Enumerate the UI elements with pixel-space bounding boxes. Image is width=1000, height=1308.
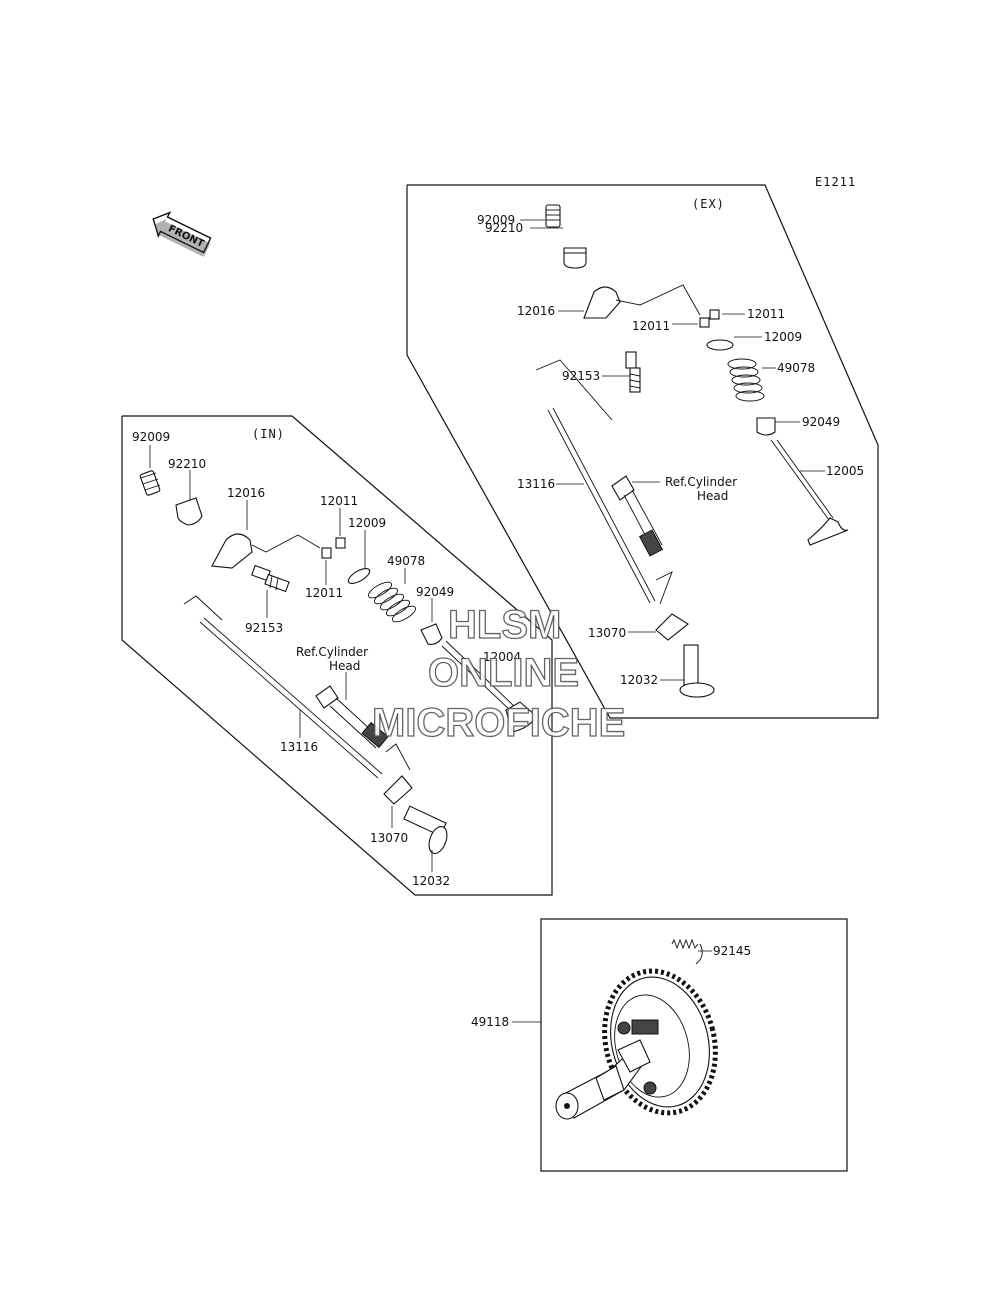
watermark: HLSM ONLINE MICROFICHE <box>371 602 626 745</box>
ex-locknut <box>563 247 587 269</box>
exhaust-section: (EX) 92009 92210 12016 12011 12011 12009 <box>406 184 879 719</box>
in-keeper-bottom <box>321 547 332 559</box>
in-push-rod <box>199 617 383 779</box>
ex-valve-spring <box>727 358 765 402</box>
diagram-code: E1211 <box>815 175 856 189</box>
ex-adjuster-screw <box>545 204 561 228</box>
ex-label-12005: 12005 <box>826 464 864 478</box>
ex-push-rod <box>547 407 656 604</box>
in-locknut <box>175 497 203 526</box>
ex-rocker-stud <box>625 351 641 393</box>
ex-label-12011-left: 12011 <box>632 319 670 333</box>
ex-rocker-arm <box>583 286 621 319</box>
camshaft-gear <box>602 968 718 1116</box>
watermark-line3: MICROFICHE <box>372 701 625 745</box>
in-label-13116: 13116 <box>280 740 318 754</box>
ex-label-ref-line2: Head <box>697 489 728 503</box>
in-push-rod-guide <box>383 775 413 805</box>
ex-label-12016: 12016 <box>517 304 555 318</box>
ex-label-13116: 13116 <box>517 477 555 491</box>
ex-label-ref-line1: Ref.Cylinder <box>665 475 737 489</box>
exhaust-section-label: (EX) <box>692 197 725 211</box>
in-rocker-stud <box>251 564 290 593</box>
ex-ref-cylinder-head-bolt <box>611 475 664 557</box>
in-label-ref-line2: Head <box>329 659 360 673</box>
in-label-92153: 92153 <box>245 621 283 635</box>
in-keeper-top <box>335 537 346 549</box>
front-arrow-icon: FRONT <box>152 211 212 257</box>
in-label-12011-bottom: 12011 <box>305 586 343 600</box>
in-intake-valve <box>441 640 537 733</box>
ex-label-92009: 92009 <box>477 213 515 227</box>
intake-frame <box>121 415 553 896</box>
camshaft-frame <box>540 918 848 1172</box>
in-label-13070: 13070 <box>370 831 408 845</box>
ex-spring-retainer <box>706 339 734 351</box>
in-label-92210: 92210 <box>168 457 206 471</box>
in-label-12004: 12004 <box>483 650 521 664</box>
ex-label-49078: 49078 <box>777 361 815 375</box>
in-valve-seal <box>420 623 443 645</box>
in-label-12011-top: 12011 <box>320 494 358 508</box>
ex-push-rod-guide <box>655 613 689 641</box>
cam-label-49118: 49118 <box>471 1015 509 1029</box>
ex-label-92049: 92049 <box>802 415 840 429</box>
in-label-ref-line1: Ref.Cylinder <box>296 645 368 659</box>
ex-keeper-right <box>709 309 720 320</box>
watermark-line1: HLSM <box>448 603 561 647</box>
ex-label-92153: 92153 <box>562 369 600 383</box>
in-ref-cylinder-head-bolt <box>315 685 389 749</box>
ex-label-12009: 12009 <box>764 330 802 344</box>
cam-label-92145: 92145 <box>713 944 751 958</box>
ex-keeper-left <box>699 317 710 328</box>
in-label-12016: 12016 <box>227 486 265 500</box>
ex-label-12011-right: 12011 <box>747 307 785 321</box>
in-label-49078: 49078 <box>387 554 425 568</box>
in-label-12009: 12009 <box>348 516 386 530</box>
ex-tappet <box>679 644 715 698</box>
watermark-line2: ONLINE <box>428 651 579 695</box>
intake-section: (IN) 92009 92210 12016 12011 12011 12009 <box>121 415 553 896</box>
in-label-12032: 12032 <box>412 874 450 888</box>
in-label-92049: 92049 <box>416 585 454 599</box>
in-tappet <box>403 805 448 854</box>
in-rocker-arm <box>211 533 253 569</box>
ex-label-92210: 92210 <box>485 221 523 235</box>
ex-label-13070: 13070 <box>588 626 626 640</box>
in-adjuster-screw <box>139 470 161 496</box>
exhaust-frame <box>406 184 879 719</box>
ex-exhaust-valve <box>770 439 849 546</box>
in-spring-retainer <box>347 568 371 584</box>
camshaft-spring <box>671 938 703 965</box>
ex-label-12032: 12032 <box>620 673 658 687</box>
ex-valve-seal <box>756 417 776 436</box>
camshaft-section: 92145 49118 <box>471 918 848 1172</box>
in-label-92009: 92009 <box>132 430 170 444</box>
intake-section-label: (IN) <box>252 427 285 441</box>
in-valve-spring <box>368 581 416 623</box>
camshaft-shaft <box>555 1039 651 1120</box>
